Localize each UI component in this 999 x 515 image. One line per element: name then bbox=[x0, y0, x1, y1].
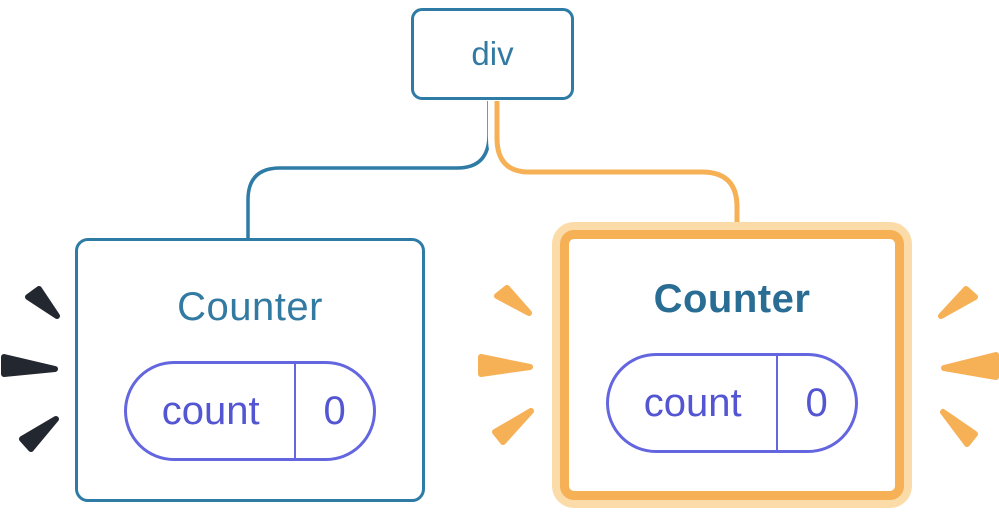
counter-card-left-title: Counter bbox=[177, 285, 323, 329]
burst-mark bbox=[494, 285, 532, 316]
right-counter-burst-left bbox=[478, 285, 534, 445]
state-key-left: count bbox=[161, 388, 260, 433]
tree-node-div-label: div bbox=[471, 35, 514, 72]
burst-mark bbox=[19, 416, 59, 452]
burst-mark bbox=[940, 409, 978, 447]
burst-mark bbox=[25, 286, 60, 319]
burst-mark bbox=[478, 354, 533, 377]
counter-card-right-title: Counter bbox=[653, 277, 811, 321]
right-counter-burst-right bbox=[938, 286, 999, 447]
burst-mark bbox=[492, 408, 534, 445]
burst-mark bbox=[1, 354, 58, 377]
left-counter-burst bbox=[1, 286, 60, 452]
state-pill-left: count 0 bbox=[124, 361, 376, 461]
state-key-right: count bbox=[643, 380, 742, 425]
burst-mark bbox=[938, 286, 978, 319]
state-value-left: 0 bbox=[294, 364, 373, 458]
burst-mark bbox=[941, 352, 999, 380]
edge-div-to-left-counter bbox=[246, 101, 491, 240]
state-pill-right: count 0 bbox=[606, 353, 858, 453]
edge-div-to-right-counter bbox=[494, 101, 740, 226]
state-value-right: 0 bbox=[776, 356, 855, 450]
edge-div-to-right-counter-casing bbox=[488, 101, 746, 226]
counter-card-right-highlighted: Counter count 0 bbox=[560, 230, 904, 500]
counter-card-left: Counter count 0 bbox=[75, 238, 425, 502]
tree-node-div: div bbox=[411, 8, 574, 100]
